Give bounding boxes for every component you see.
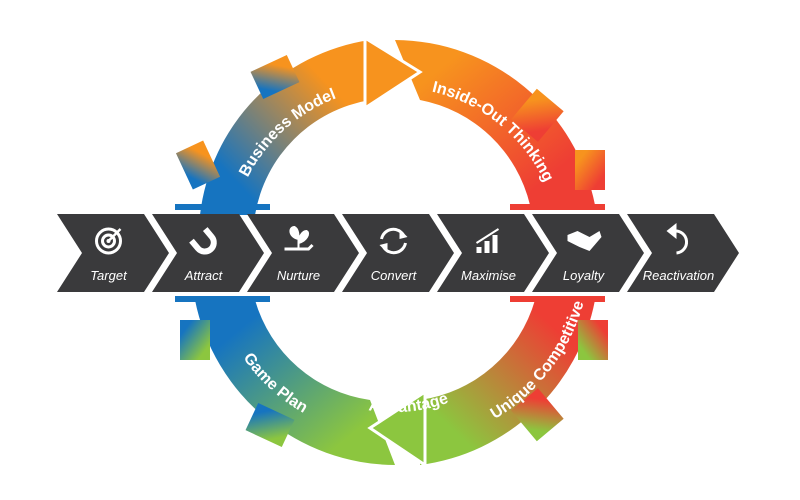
step-label: Target (90, 268, 128, 283)
plant-hand-icon (284, 225, 314, 251)
connector-bar (510, 204, 605, 210)
segment-inside-out-thinking (395, 40, 595, 205)
process-step-attract: Attract (152, 214, 264, 292)
magnet-icon (189, 227, 217, 255)
gear-teeth (175, 54, 300, 190)
process-step-reactivation: Reactivation (627, 214, 739, 292)
segment-business-model (200, 40, 370, 215)
process-step-maximise: Maximise (437, 214, 549, 292)
growth-chart-icon (475, 228, 500, 253)
step-label: Convert (371, 268, 418, 283)
refresh-cycle-icon (379, 227, 408, 255)
chevron-shape (247, 214, 359, 292)
connector-bar (175, 204, 270, 210)
chevron-shape (627, 214, 739, 292)
step-label: Reactivation (643, 268, 715, 283)
process-step-nurture: Nurture (247, 214, 359, 292)
segment-game-plan (195, 300, 395, 465)
step-label: Nurture (277, 268, 320, 283)
cycle-ring (175, 35, 608, 468)
process-step-convert: Convert (342, 214, 454, 292)
arrow-right-icon (363, 35, 423, 111)
step-label: Maximise (461, 268, 516, 283)
step-label: Attract (184, 268, 224, 283)
connector-bar (510, 296, 605, 302)
target-icon (95, 227, 122, 255)
segment-unique-competitive-advantage (420, 300, 595, 465)
arrow-left-icon (367, 389, 427, 468)
gear-teeth (511, 320, 608, 442)
undo-arrow-icon (666, 223, 689, 255)
chevron-shape (532, 214, 644, 292)
gear-teeth (511, 88, 605, 190)
handshake-icon (567, 231, 602, 251)
gear-teeth (180, 320, 295, 448)
process-step-target: Target (57, 214, 169, 292)
connector-bar (175, 296, 270, 302)
step-label: Loyalty (563, 268, 606, 283)
process-step-loyalty: Loyalty (532, 214, 644, 292)
process-steps: Target Attract Nurture Convert Maximise Loyal… (57, 214, 739, 292)
